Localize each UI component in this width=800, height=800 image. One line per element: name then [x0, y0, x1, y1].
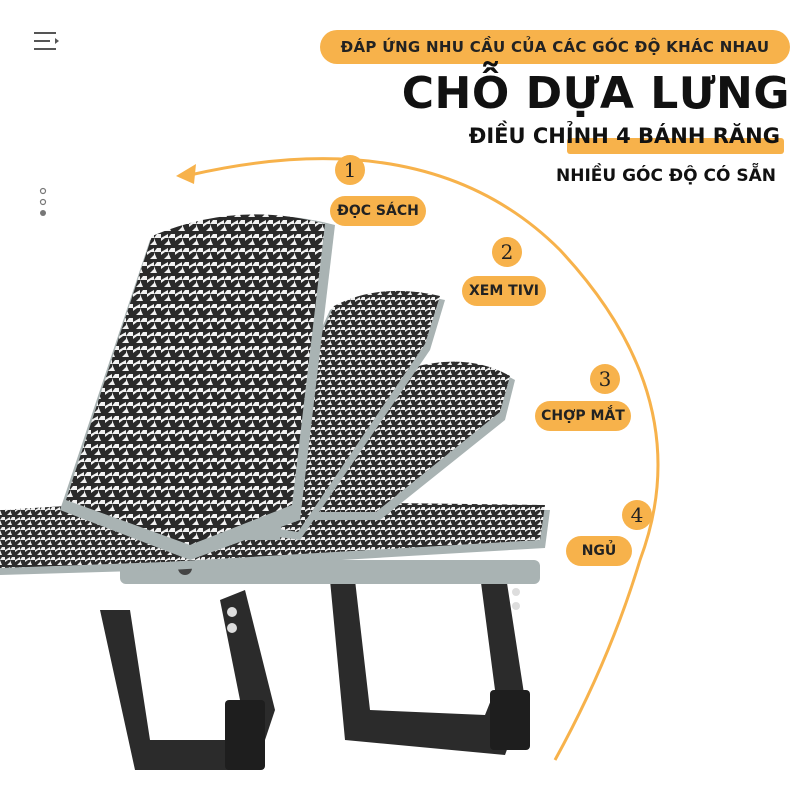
subtitle-highlight	[566, 138, 784, 154]
headline-banner: ĐÁP ỨNG NHU CẦU CỦA CÁC GÓC ĐỘ KHÁC NHAU	[320, 30, 790, 64]
step-number-1: 1	[335, 155, 365, 185]
step-label-3: CHỢP MẮT	[535, 401, 631, 431]
backrest-position-1	[60, 214, 335, 560]
page-title: CHỖ DỰA LƯNG	[401, 68, 790, 119]
menu-icon[interactable]	[32, 30, 62, 52]
step-label-1: ĐỌC SÁCH	[330, 196, 426, 226]
angle-arc	[176, 157, 660, 761]
step-number-4: 4	[622, 500, 652, 530]
step-number-2: 2	[492, 237, 522, 267]
angle-note: NHIỀU GÓC ĐỘ CÓ SẴN	[555, 166, 776, 186]
step-label-4: NGỦ	[566, 536, 632, 566]
chair-frame	[100, 560, 540, 770]
subtitle: ĐIỀU CHỈNH 4 BÁNH RĂNG	[468, 124, 780, 148]
step-number-3: 3	[590, 364, 620, 394]
vertical-dots-icon[interactable]	[36, 186, 50, 220]
subtitle-block: ĐIỀU CHỈNH 4 BÁNH RĂNG	[468, 124, 784, 156]
step-label-2: XEM TIVI	[462, 276, 546, 306]
